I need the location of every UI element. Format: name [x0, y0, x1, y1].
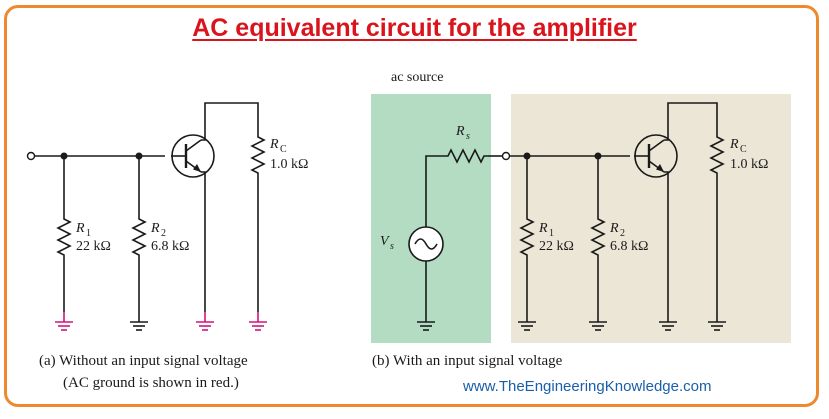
- ac-ground-icon: [54, 311, 74, 331]
- rc-sub-b: C: [740, 144, 747, 155]
- resistor-rc-a: [251, 132, 265, 178]
- r2-label-a: R: [150, 221, 160, 236]
- ac-source-heading: ac source: [391, 70, 443, 85]
- amplifier-panel: [511, 94, 791, 343]
- input-terminal-a: [26, 151, 36, 161]
- circuit-a: R 1 22 kΩ R 2 6.8 kΩ R C 1.0 kΩ (a) With…: [26, 102, 308, 391]
- rs-sub: s: [466, 131, 470, 142]
- vs-label: V: [380, 234, 390, 249]
- r1-label-a: R: [75, 221, 85, 236]
- page-title: AC equivalent circuit for the amplifier: [192, 14, 637, 42]
- rc-sub-a: C: [280, 144, 287, 155]
- caption-a-line2: (AC ground is shown in red.): [63, 375, 239, 391]
- ground-icon: [129, 311, 149, 331]
- r2-sub-b: 2: [620, 228, 625, 239]
- circuit-b: ac source R s V s R 1 22 kΩ R 2 6.8: [371, 70, 791, 369]
- r2-value-b: 6.8 kΩ: [610, 239, 648, 254]
- vs-sub: s: [390, 241, 394, 252]
- r1-sub-b: 1: [549, 228, 554, 239]
- r1-value-b: 22 kΩ: [539, 239, 574, 254]
- r1-sub-a: 1: [86, 228, 91, 239]
- resistor-r1-a: [57, 214, 71, 260]
- resistor-r2-a: [132, 214, 146, 260]
- rs-label: R: [455, 124, 465, 139]
- website-link[interactable]: www.TheEngineeringKnowledge.com: [463, 378, 712, 395]
- rc-label-b: R: [729, 137, 739, 152]
- rc-label-a: R: [269, 137, 279, 152]
- r1-label-b: R: [538, 221, 548, 236]
- ac-source-panel: [371, 94, 491, 343]
- transistor-a: [169, 133, 216, 179]
- rc-value-a: 1.0 kΩ: [270, 157, 308, 172]
- caption-a-line1: (a) Without an input signal voltage: [39, 353, 248, 369]
- r2-label-b: R: [609, 221, 619, 236]
- input-terminal-b: [501, 151, 511, 161]
- r2-sub-a: 2: [161, 228, 166, 239]
- caption-b: (b) With an input signal voltage: [372, 353, 563, 369]
- r2-value-a: 6.8 kΩ: [151, 239, 189, 254]
- r1-value-a: 22 kΩ: [76, 239, 111, 254]
- rc-value-b: 1.0 kΩ: [730, 157, 768, 172]
- ac-ground-icon: [248, 311, 268, 331]
- page-frame: [4, 5, 819, 407]
- ac-ground-icon: [195, 311, 215, 331]
